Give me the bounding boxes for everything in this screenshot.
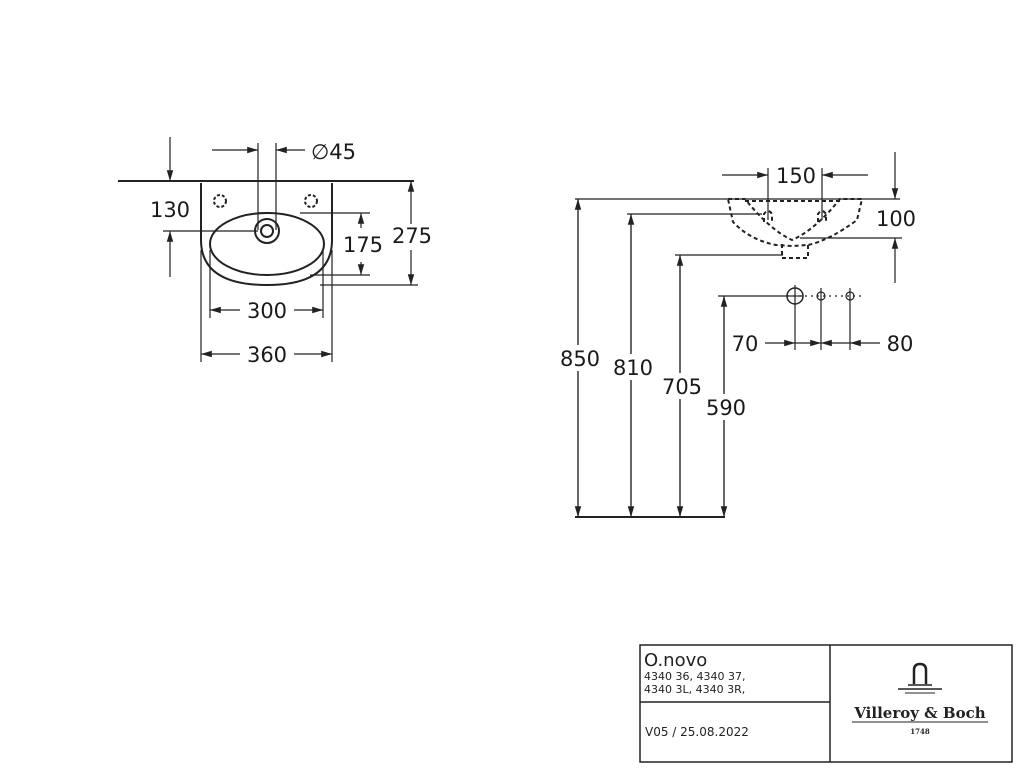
basin-outline	[200, 183, 333, 287]
dim-850: 850	[560, 347, 600, 371]
basin-section	[726, 198, 864, 248]
brand-logo: Villeroy & Boch 1748	[852, 662, 988, 736]
dim-590: 590	[706, 396, 746, 420]
top-view: ∅45 130 175 275 300 360	[118, 137, 432, 367]
trap	[781, 244, 809, 259]
brand-year: 1748	[910, 727, 930, 736]
brand-name: Villeroy & Boch	[853, 704, 985, 722]
version-date: V05 / 25.08.2022	[645, 725, 749, 739]
dim-300: 300	[247, 299, 287, 323]
dim-80: 80	[887, 332, 914, 356]
dim-70: 70	[732, 332, 759, 356]
product-codes-2: 4340 3L, 4340 3R,	[644, 683, 745, 696]
product-name: O.novo	[644, 650, 707, 671]
dim-150: 150	[776, 164, 816, 188]
product-codes-1: 4340 36, 4340 37,	[644, 670, 745, 683]
dim-810: 810	[613, 356, 653, 380]
tap-hole-left	[213, 194, 227, 208]
dim-175: 175	[343, 233, 383, 257]
side-view: 150 100 850 810 705 590	[558, 152, 916, 518]
dim-130: 130	[150, 198, 190, 222]
drain-inner	[260, 224, 274, 238]
dim-diameter-45: ∅45	[311, 140, 356, 164]
basin-bowl	[209, 212, 325, 276]
dim-100: 100	[876, 207, 916, 231]
tap-hole-right	[304, 194, 318, 208]
title-block: O.novo 4340 36, 4340 37, 4340 3L, 4340 3…	[639, 644, 1013, 763]
dim-360: 360	[247, 343, 287, 367]
dim-275: 275	[392, 224, 432, 248]
dim-705: 705	[662, 375, 702, 399]
